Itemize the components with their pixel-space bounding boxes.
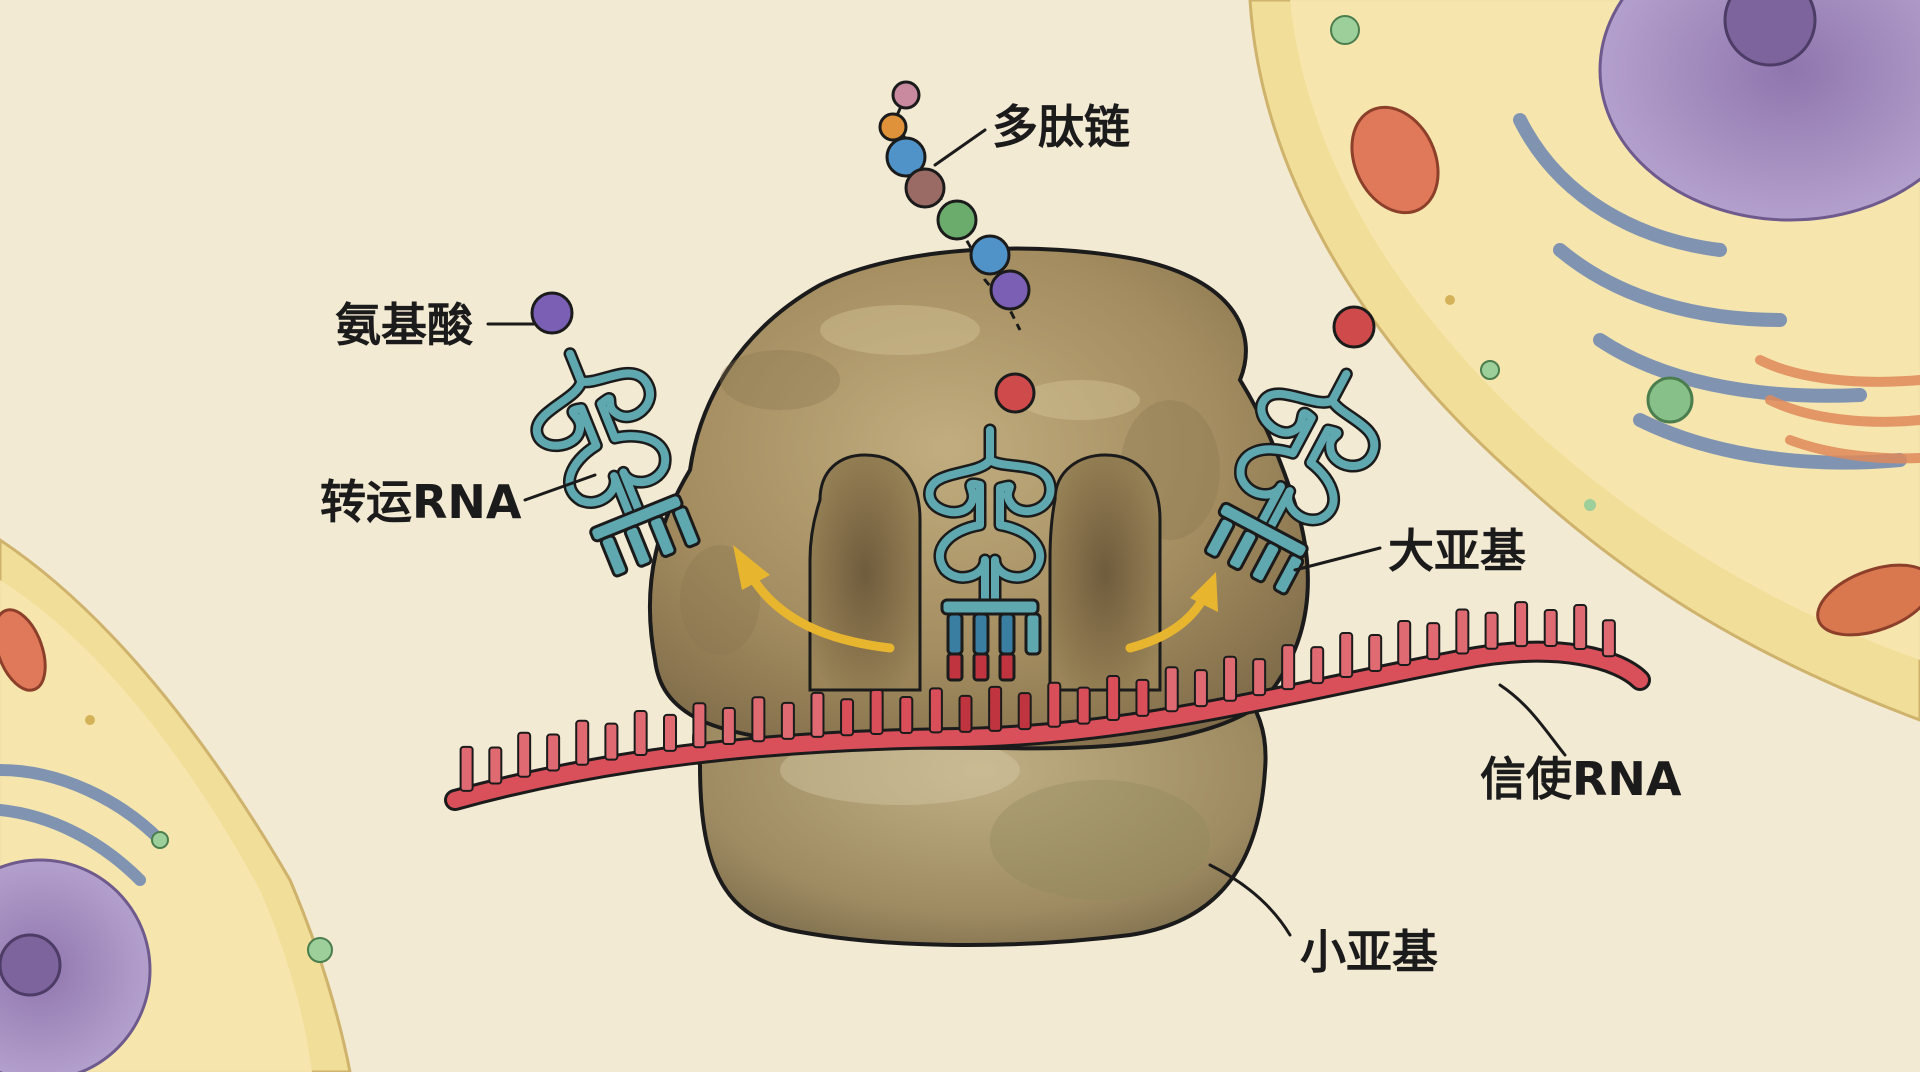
mitochondrion bbox=[1350, 105, 1440, 215]
codon-base bbox=[1017, 692, 1032, 731]
arrow-icon bbox=[733, 545, 895, 653]
codon-base bbox=[692, 702, 707, 749]
trna-icon bbox=[923, 423, 1057, 682]
codon-base bbox=[1047, 681, 1062, 728]
codon-base bbox=[575, 719, 590, 766]
binding-site-right bbox=[1048, 453, 1162, 692]
amino-acid-icon bbox=[885, 136, 927, 178]
cell-bottom-left bbox=[0, 538, 352, 1072]
amino-acid-icon bbox=[936, 199, 978, 241]
codon-base bbox=[517, 731, 532, 778]
label-amino-acid: 氨基酸 bbox=[335, 298, 537, 352]
label-amino-acid-text: 氨基酸 bbox=[335, 298, 474, 352]
amino-acid-icon bbox=[994, 372, 1036, 414]
codon-base bbox=[1543, 609, 1558, 648]
codon-base bbox=[488, 746, 503, 785]
codon-base bbox=[1310, 646, 1325, 685]
codon-base bbox=[780, 701, 795, 740]
label-mrna: 信使RNA bbox=[1480, 683, 1682, 806]
amino-acid-icon bbox=[878, 112, 908, 142]
cell-top-right bbox=[1248, 0, 1920, 722]
label-trna-text: 转运RNA bbox=[320, 475, 522, 529]
amino-acid-icon bbox=[989, 269, 1031, 311]
codon-base bbox=[988, 685, 1003, 732]
codon-base bbox=[869, 688, 884, 735]
label-small-subunit: 小亚基 bbox=[1208, 863, 1438, 979]
nucleus-top-right bbox=[1598, 0, 1920, 222]
codon-base bbox=[604, 722, 619, 761]
codon-base bbox=[899, 695, 914, 734]
arrow-icon bbox=[1125, 572, 1218, 653]
label-polypeptide: 多肽链 bbox=[933, 100, 1130, 167]
codon-base bbox=[1164, 666, 1179, 713]
label-trna: 转运RNA bbox=[320, 473, 597, 529]
amino-acid-icon bbox=[1332, 305, 1376, 349]
codon-base bbox=[1281, 644, 1296, 691]
codon-base bbox=[958, 694, 973, 733]
codon-base bbox=[1514, 601, 1529, 648]
amino-acid-icon bbox=[530, 291, 574, 335]
codon-base bbox=[1426, 622, 1441, 661]
codon-base bbox=[1135, 678, 1150, 717]
codon-base bbox=[1368, 633, 1383, 672]
codon-base bbox=[1573, 604, 1588, 651]
trna-icon bbox=[530, 347, 701, 578]
amino-acid-icon bbox=[904, 167, 946, 209]
codon-base bbox=[1455, 608, 1470, 655]
codon-base bbox=[1193, 669, 1208, 708]
amino-acid-icon bbox=[969, 234, 1011, 276]
codon-base bbox=[459, 745, 474, 792]
codon-base bbox=[546, 733, 561, 772]
codon-base bbox=[1339, 632, 1354, 679]
codon-base bbox=[810, 691, 825, 738]
polypeptide-chain bbox=[878, 80, 1036, 414]
codon-base bbox=[840, 698, 855, 737]
label-large-subunit-text: 大亚基 bbox=[1388, 524, 1526, 578]
codon-base bbox=[633, 710, 648, 757]
label-mrna-text: 信使RNA bbox=[1480, 752, 1682, 806]
nucleus-bottom-left bbox=[0, 858, 152, 1072]
trna-icon bbox=[1204, 367, 1381, 596]
codon-base bbox=[1397, 619, 1412, 666]
codon-base bbox=[1252, 658, 1267, 697]
mrna-strand bbox=[444, 601, 1651, 811]
label-polypeptide-text: 多肽链 bbox=[992, 100, 1130, 154]
codon-base bbox=[721, 707, 736, 746]
codon-base bbox=[1076, 686, 1091, 725]
codon-base bbox=[663, 713, 678, 752]
codon-base bbox=[751, 696, 766, 743]
codon-base bbox=[1484, 611, 1499, 650]
label-large-subunit: 大亚基 bbox=[1293, 524, 1526, 578]
label-small-subunit-text: 小亚基 bbox=[1300, 925, 1438, 979]
codon-base bbox=[1223, 655, 1238, 702]
codon-base bbox=[1106, 675, 1121, 722]
amino-acid-icon bbox=[891, 80, 921, 110]
codon-base bbox=[928, 687, 943, 734]
codon-base bbox=[1601, 619, 1616, 658]
binding-site-left bbox=[808, 453, 922, 692]
